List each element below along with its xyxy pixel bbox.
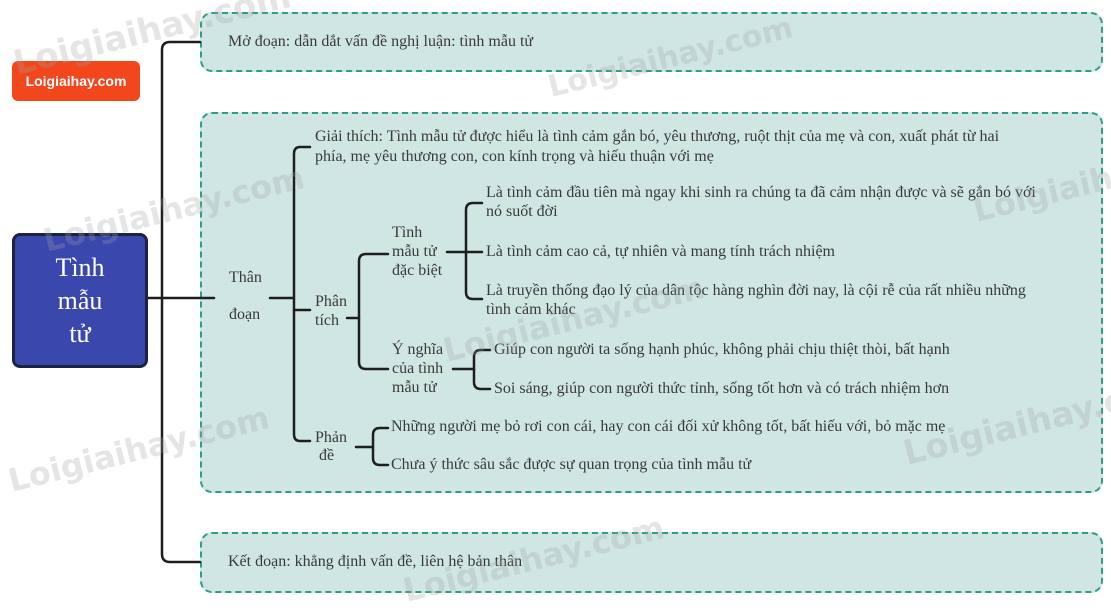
meaning-item: Giúp con người ta sống hạnh phúc, không … — [494, 341, 950, 358]
analysis-label: tích — [315, 312, 339, 329]
meaning-label: của tình — [392, 360, 444, 377]
counter-label: Phản — [315, 429, 347, 446]
intro-box — [200, 12, 1103, 72]
special-item: Là truyền thống đạo lý của dân tộc hàng … — [486, 282, 1026, 299]
logo[interactable]: Loigiaihay.com — [12, 61, 140, 101]
intro-text: Mở đoạn: dẫn dắt vấn đề nghị luận: tình … — [228, 33, 534, 50]
counter-item: Chưa ý thức sâu sắc được sự quan trọng c… — [391, 456, 752, 473]
conclusion-text: Kết đoạn: khẳng định vấn đề, liên hệ bản… — [228, 553, 523, 570]
meaning-item: Soi sáng, giúp con người thức tỉnh, sống… — [494, 380, 950, 397]
counter-label: đề — [319, 447, 335, 464]
special-item: Là tình cảm cao cả, tự nhiên và mang tín… — [486, 243, 835, 260]
root-line: Tình — [55, 253, 105, 282]
body-label: Thân — [229, 269, 262, 286]
counter-bracket — [371, 426, 390, 467]
trunk-bracket — [160, 40, 202, 564]
counter-item: Những người mẹ bỏ rơi con cái, hay con c… — [391, 418, 946, 435]
body-label: đoạn — [229, 306, 261, 323]
special-label: mẫu tử — [392, 243, 437, 260]
meaning-label: mẫu tử — [392, 379, 437, 396]
special-item: tình cảm khác — [486, 301, 576, 318]
special-label: đặc biệt — [392, 262, 443, 279]
body-bracket — [292, 145, 312, 443]
explain-text: phía, mẹ yêu thương con, con kính trọng … — [315, 148, 714, 165]
explain-text: Giải thích: Tình mẫu tử được hiểu là tìn… — [315, 128, 1000, 145]
root-node: Tình mẫu tử — [12, 233, 148, 368]
root-line: tử — [69, 319, 91, 348]
special-label: Tình — [392, 224, 423, 241]
root-line: mẫu — [57, 286, 103, 315]
conclusion-box — [200, 532, 1103, 593]
special-item: nó suốt đời — [486, 203, 558, 220]
meaning-label: Ý nghĩa — [392, 341, 444, 358]
meaning-bracket — [472, 348, 492, 391]
body-box — [200, 112, 1103, 493]
special-item: Là tình cảm đầu tiên mà ngay khi sinh ra… — [486, 184, 1036, 201]
analysis-label: Phân — [315, 293, 347, 310]
analysis-bracket — [357, 252, 390, 371]
